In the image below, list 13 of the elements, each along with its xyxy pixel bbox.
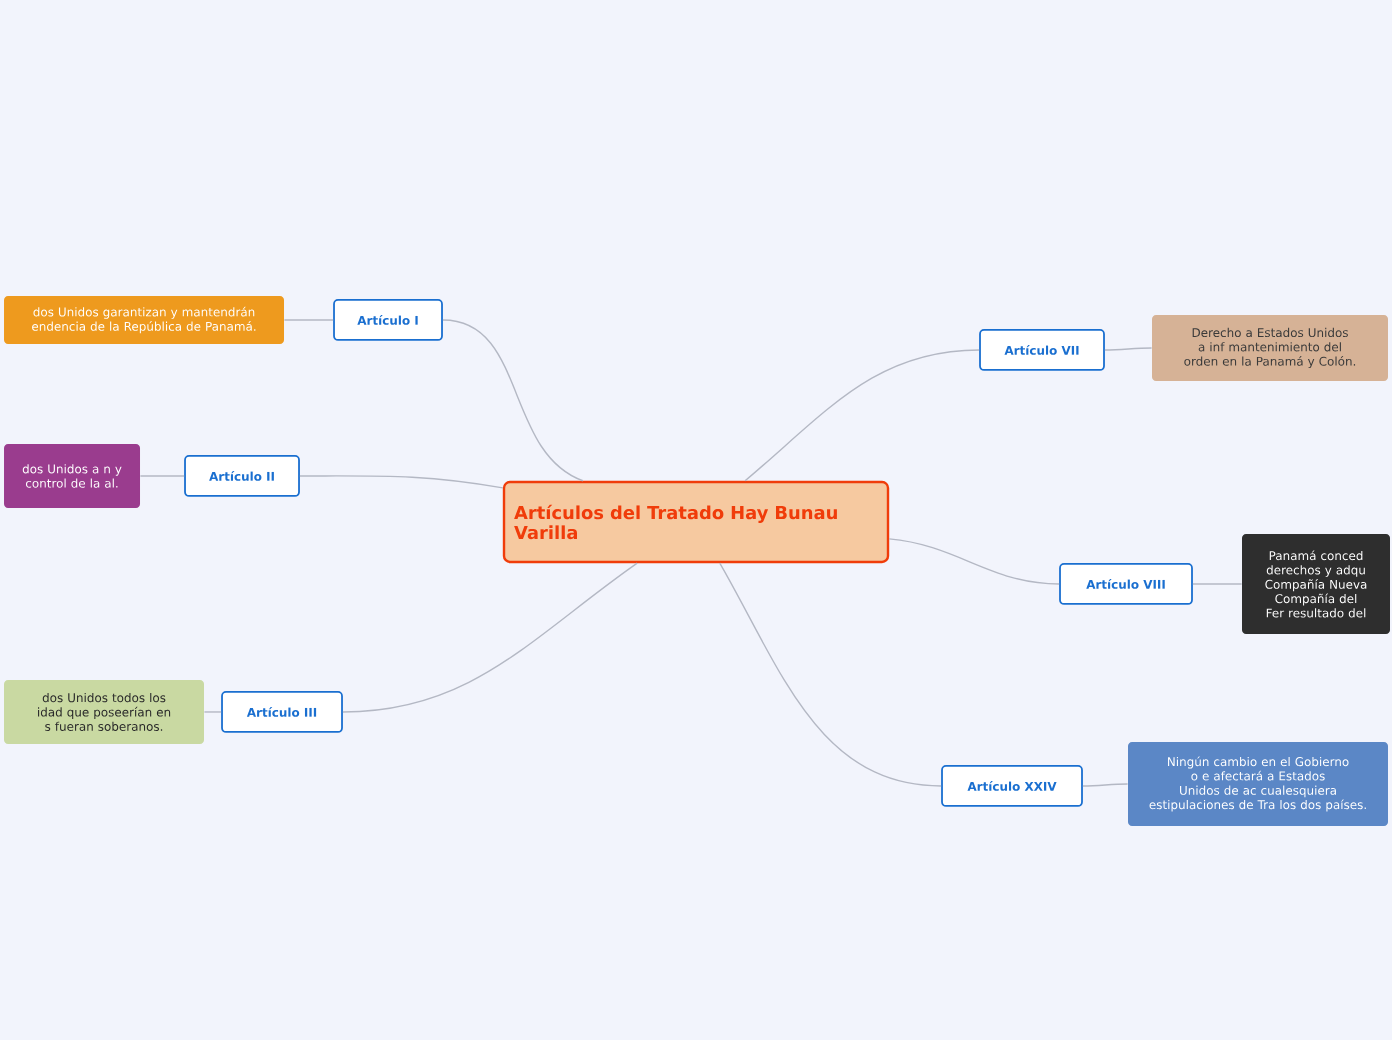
connector-line — [342, 562, 638, 713]
connector-line — [888, 538, 1060, 585]
connector-line — [719, 562, 942, 787]
connector-line — [1082, 783, 1129, 787]
connector-line — [283, 319, 334, 321]
central-topic-box: Artículos del Tratado Hay Bunau Varilla — [502, 480, 890, 564]
connector-line — [442, 319, 584, 482]
connector-line — [744, 349, 980, 482]
connector-line — [203, 711, 222, 713]
connector-line — [1104, 347, 1153, 351]
connector-line — [299, 475, 504, 489]
connector-line — [139, 475, 185, 477]
connector-line — [1192, 583, 1243, 585]
